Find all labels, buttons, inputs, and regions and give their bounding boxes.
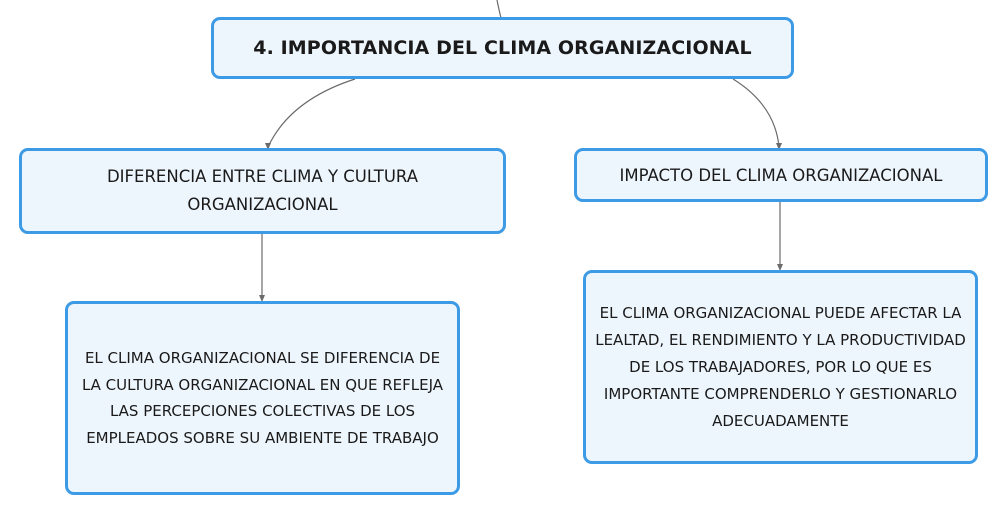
leaf-node-text: EL CLIMA ORGANIZACIONAL SE DIFERENCIA DE… (81, 349, 444, 447)
leaf-node-diferencia[interactable]: EL CLIMA ORGANIZACIONAL SE DIFERENCIA DE… (65, 301, 460, 495)
connector-root-to-diff (267, 78, 356, 148)
connector-parent-to-root (496, 0, 502, 19)
root-node[interactable]: 4. IMPORTANCIA DEL CLIMA ORGANIZACIONAL (211, 17, 794, 79)
root-node-label: 4. IMPORTANCIA DEL CLIMA ORGANIZACIONAL (253, 37, 752, 59)
branch-node-label: IMPACTO DEL CLIMA ORGANIZACIONAL (619, 165, 943, 185)
branch-node-label: DIFERENCIA ENTRE CLIMA Y CULTURA ORGANIZ… (106, 167, 419, 214)
branch-node-diferencia[interactable]: DIFERENCIA ENTRE CLIMA Y CULTURA ORGANIZ… (19, 148, 506, 234)
branch-node-impacto[interactable]: IMPACTO DEL CLIMA ORGANIZACIONAL (574, 148, 988, 202)
leaf-node-text: EL CLIMA ORGANIZACIONAL PUEDE AFECTAR LA… (595, 303, 966, 430)
leaf-node-impacto[interactable]: EL CLIMA ORGANIZACIONAL PUEDE AFECTAR LA… (583, 270, 978, 464)
connector-root-to-impact (732, 78, 780, 148)
